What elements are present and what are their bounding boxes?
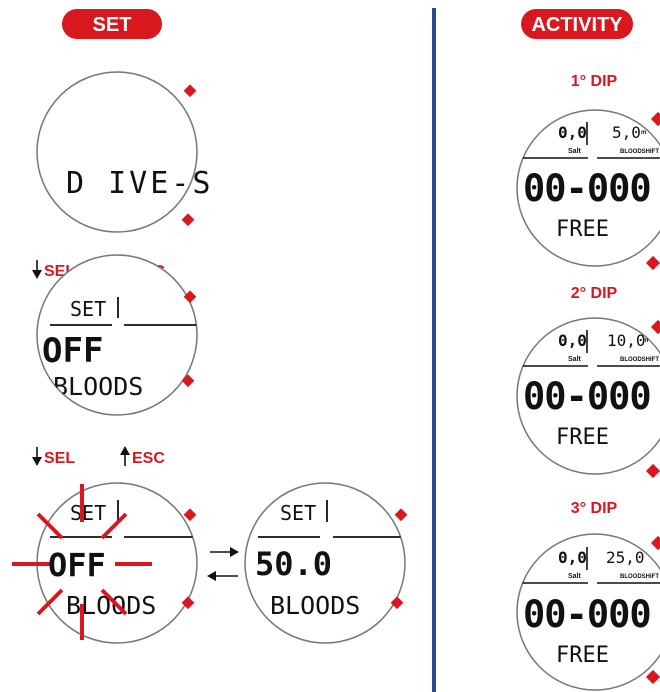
- button-top-right: [651, 112, 660, 126]
- right-value: 10,0: [607, 331, 646, 350]
- mode-label: FREE: [556, 425, 609, 450]
- button-bottom-right: [646, 464, 660, 478]
- time-value: 00-000: [523, 593, 651, 636]
- activity-header: ACTIVITY: [521, 9, 633, 39]
- transition-arrows: [207, 547, 239, 581]
- dip-label: 3° DIP: [571, 500, 618, 517]
- unit: m: [643, 338, 648, 344]
- screen3-bottom: BLOODS: [66, 591, 156, 620]
- bloodshift-label: BLOODSHIFT: [620, 574, 659, 580]
- bloodshift-label: BLOODSHIFT: [620, 357, 659, 363]
- left-value: 0,0: [558, 331, 587, 350]
- left-value: 0,0: [558, 548, 587, 567]
- sel-label-2: SEL: [44, 450, 75, 467]
- screen3-value-blinking: OFF: [48, 546, 106, 584]
- mode-label: FREE: [556, 217, 609, 242]
- activity-header-label: ACTIVITY: [531, 14, 623, 36]
- screen4-set-label: SET: [280, 501, 316, 525]
- section-divider: [432, 8, 436, 692]
- salt-label: Salt: [568, 573, 582, 580]
- arrow-left-icon: [207, 571, 238, 581]
- screen3-set-label: SET: [70, 501, 106, 525]
- button-top-right: [184, 84, 197, 97]
- salt-label: Salt: [568, 148, 582, 155]
- button-bottom-right: [646, 256, 660, 270]
- salt-label: Salt: [568, 356, 582, 363]
- dip-1: 1° DIP 0,0 5,0 m Salt BLOODSHIFT 00-000 …: [517, 73, 660, 270]
- button-bottom-right: [646, 670, 660, 684]
- button-top-right: [651, 320, 660, 334]
- left-value: 0,0: [558, 123, 587, 142]
- time-value: 00-000: [523, 167, 651, 210]
- screen4-value: 50.0: [255, 545, 332, 583]
- set-screen-2: SET OFF BLOODS: [37, 255, 198, 415]
- mode-label: FREE: [556, 643, 609, 668]
- dip-label: 1° DIP: [571, 73, 618, 90]
- set-screen-3: SET BLOODS OFF: [12, 483, 198, 643]
- arrow-down-icon: [32, 447, 42, 466]
- set-screen-1: D IVE-S: [37, 72, 213, 232]
- arrow-down-icon: [32, 260, 42, 279]
- right-value: 25,0: [606, 548, 645, 567]
- button-top-right: [395, 508, 408, 521]
- dip-2: 2° DIP 0,0 10,0 m Salt BLOODSHIFT 00-000…: [517, 285, 660, 478]
- unit: m: [641, 130, 646, 136]
- set-header: SET: [62, 9, 162, 39]
- set-header-label: SET: [93, 14, 132, 36]
- nav-2: SEL ESC: [32, 446, 165, 467]
- set-screen-4: SET 50.0 BLOODS: [245, 483, 407, 643]
- bloodshift-label: BLOODSHIFT: [620, 149, 659, 155]
- esc-label-2: ESC: [132, 450, 165, 467]
- watch-face-1: [37, 72, 197, 232]
- time-value: 00-000: [523, 375, 651, 418]
- right-value: 5,0: [612, 123, 641, 142]
- arrow-up-icon: [120, 446, 130, 466]
- screen2-bottom: BLOODS: [53, 372, 143, 401]
- screen2-set-label: SET: [70, 297, 106, 321]
- button-bottom-right: [182, 213, 195, 226]
- dip-3: 3° DIP 0,0 25,0 Salt BLOODSHIFT 00-000 F…: [517, 500, 660, 690]
- screen1-text: D IVE-S: [66, 166, 213, 201]
- arrow-right-icon: [210, 547, 239, 557]
- button-top-right: [651, 536, 660, 550]
- screen4-bottom: BLOODS: [270, 591, 360, 620]
- dip-label: 2° DIP: [571, 285, 618, 302]
- button-top-right: [184, 508, 197, 521]
- screen2-value: OFF: [42, 331, 103, 371]
